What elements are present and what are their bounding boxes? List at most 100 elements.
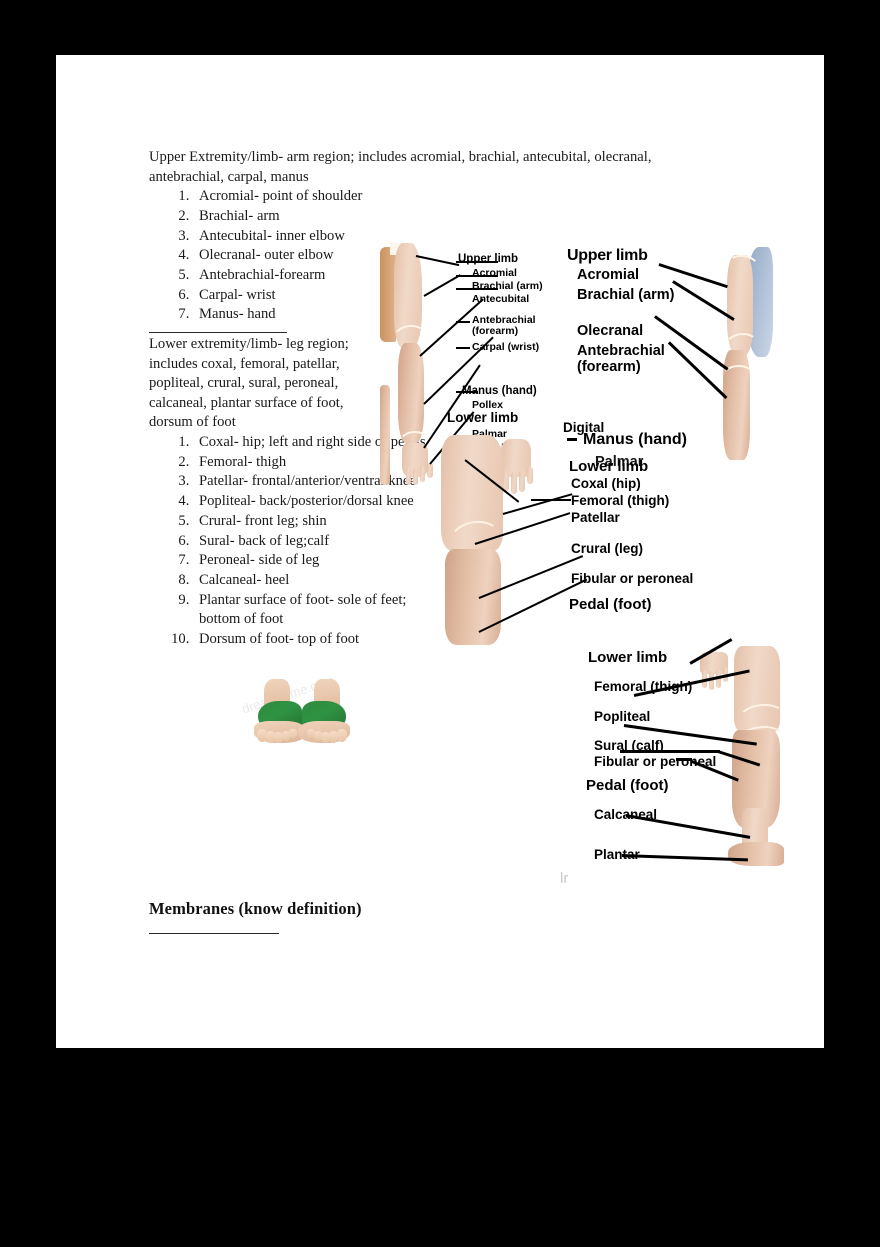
finger-shape: [413, 468, 418, 485]
document-page: Upper Extremity/limb- arm region; includ…: [56, 55, 824, 1048]
list-item: Carpal- wrist: [193, 286, 749, 306]
lower-extremity-intro: Lower extremity/limb- leg region; includ…: [149, 336, 349, 431]
figure-title-lower-limb-left: Lower limb: [447, 410, 519, 425]
figure-title-manus: Manus (hand): [583, 431, 687, 448]
figure-label-femoral: Femoral (thigh): [594, 679, 693, 694]
figure-title-manus: Manus (hand): [462, 385, 537, 397]
finger-shape: [406, 467, 411, 485]
toe: [274, 732, 283, 743]
figure-label-antebrachial: Antebrachial (forearm): [577, 343, 665, 376]
figure-label-plantar: Plantar: [594, 847, 640, 862]
calf-shape: [445, 549, 501, 645]
document-text-body: Upper Extremity/limb- arm region; includ…: [149, 148, 749, 650]
figure-arm-diagram-right: Upper limb Acromial Brachial (arm) Olecr…: [545, 195, 785, 470]
list-item: Acromial- point of shoulder: [193, 187, 749, 207]
upper-extremity-intro: Upper Extremity/limb- arm region; includ…: [149, 149, 652, 185]
figure-label-crural: Crural (leg): [571, 541, 644, 556]
figure-label-acromial: Acromial: [472, 267, 517, 279]
figure-label-brachial: Brachial (arm): [472, 280, 543, 292]
leader-line: [456, 288, 498, 290]
forearm-shape: [398, 343, 424, 443]
figure-label-popliteal: Popliteal: [594, 709, 651, 724]
leader-line: [456, 261, 498, 263]
list-item: Brachial- arm: [193, 207, 749, 227]
leader-line: [456, 347, 470, 349]
figure-label-brachial: Brachial (arm): [577, 287, 675, 303]
figure-title-lower-limb: Lower limb: [569, 458, 649, 475]
figure-label-antebrachial: Antebrachial (forearm): [472, 314, 536, 338]
section-divider-upper: [149, 332, 287, 334]
toe: [337, 729, 347, 742]
toe: [321, 732, 330, 743]
figure-label-calcaneal: Calcaneal: [594, 807, 658, 822]
figure-arm-diagram-left: Upper limb Acromial Brachial (arm) Antec…: [380, 195, 560, 485]
leader-line: [415, 255, 460, 267]
list-item: Femoral- thigh: [193, 453, 749, 473]
list-item: Coxal- hip; left and right side of pelvi…: [193, 433, 749, 453]
figure-title-upper-limb: Upper limb: [458, 253, 519, 265]
figure-label-antecubital: Antecubital: [472, 293, 530, 305]
leader-line: [676, 758, 692, 761]
leg-strip: [380, 385, 390, 485]
foot-shape: [728, 842, 784, 866]
list-item: Olecranal- outer elbow: [193, 246, 749, 266]
finger-shape: [420, 466, 425, 482]
figure-leg-diagram-middle: Digital Lower limb Lower limb Coxal (hip…: [441, 410, 701, 657]
list-item: Patellar- frontal/anterior/ventral knee: [193, 472, 749, 492]
list-item: Dorsum of foot- top of foot: [193, 630, 749, 650]
figure-leg-diagram-bottom: Lower limb Femoral (thigh) Popliteal Sur…: [572, 638, 792, 888]
list-item: Popliteal- back/posterior/dorsal knee: [193, 492, 749, 512]
finger-shape: [709, 671, 714, 690]
toe: [307, 729, 315, 738]
list-item: Calcaneal- heel: [193, 571, 749, 591]
leader-line: [620, 750, 720, 753]
figure-label-palmar: Palmar: [595, 454, 644, 470]
figure-title-pedal: Pedal (foot): [586, 777, 669, 794]
figure-label-olecranal: Olecranal: [577, 323, 644, 339]
finger-shape: [503, 471, 509, 491]
finger-shape: [527, 467, 533, 484]
upper-arm-shape: [727, 255, 753, 355]
thumb-shape: [427, 463, 433, 478]
figure-label-sural: Sural (calf): [594, 738, 664, 753]
figure-label-fibular-peroneal: Fibular or peroneal: [571, 571, 694, 586]
membranes-divider: [149, 933, 279, 934]
lower-extremity-list: Coxal- hip; left and right side of pelvi…: [149, 433, 749, 650]
figure-label-femoral: Femoral (thigh): [571, 493, 670, 508]
figure-label-coxal: Coxal (hip): [571, 476, 641, 491]
finger-shape: [519, 471, 525, 492]
figure-label-pollex: Pollex: [472, 399, 503, 411]
torso-strip: [380, 247, 396, 342]
shoulder-highlight: [390, 243, 399, 255]
list-item: Antebrachial-forearm: [193, 266, 749, 286]
list-item: Crural- front leg; shin: [193, 512, 749, 532]
list-item: Plantar surface of foot- sole of feet; b…: [193, 591, 449, 630]
figure-feet-photo: dreamstime.com: [232, 673, 372, 765]
toe: [282, 731, 290, 741]
leader-line: [456, 321, 470, 323]
list-item: Peroneal- side of leg: [193, 551, 749, 571]
finger-shape: [716, 670, 721, 688]
toe: [329, 731, 338, 743]
toe: [257, 729, 267, 742]
hand-shape: [700, 652, 728, 674]
membranes-section: Membranes (know definition): [149, 899, 549, 936]
leader-dash: [567, 438, 577, 441]
upper-extremity-list: Acromial- point of shoulder Brachial- ar…: [149, 187, 749, 325]
list-item: Sural- back of leg;calf: [193, 532, 749, 552]
figure-title-lower-limb: Lower limb: [588, 649, 668, 666]
thigh-shape: [734, 646, 780, 732]
figure-label-acromial: Acromial: [577, 267, 640, 283]
list-item: Manus- hand: [193, 305, 749, 325]
thigh-shape: [441, 435, 503, 551]
hand-shape: [501, 439, 531, 477]
figure-title-upper-limb: Upper limb: [567, 247, 648, 264]
finger-shape: [511, 472, 517, 494]
figure-label-patellar: Patellar: [571, 510, 620, 525]
upper-arm-shape: [394, 243, 422, 348]
leader-line: [456, 391, 478, 393]
list-item: Antecubital- inner elbow: [193, 227, 749, 247]
page-watermark: lr: [560, 870, 569, 887]
toe: [289, 729, 297, 738]
toe: [314, 731, 322, 741]
